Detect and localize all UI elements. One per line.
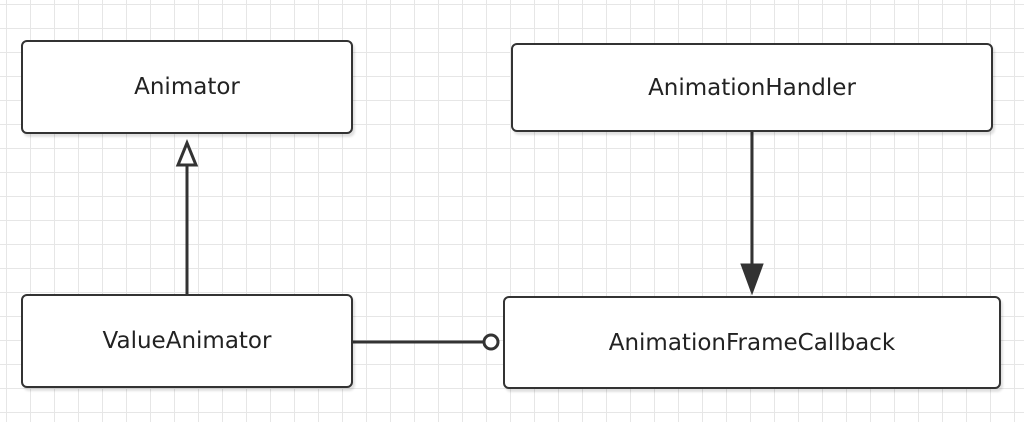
class-label-animation-frame-callback: AnimationFrameCallback <box>608 329 896 356</box>
class-label-animator: Animator <box>134 74 240 100</box>
lollipop-circle <box>482 333 500 351</box>
association-arrowhead <box>740 263 764 296</box>
generalization-arrowhead <box>175 139 199 167</box>
class-label-value-animator: ValueAnimator <box>102 328 272 354</box>
class-box-animation-handler[interactable]: AnimationHandler <box>511 43 993 132</box>
class-box-value-animator[interactable]: ValueAnimator <box>21 294 353 388</box>
class-box-animator[interactable]: Animator <box>21 40 353 134</box>
class-box-animation-frame-callback[interactable]: AnimationFrameCallback <box>503 296 1001 389</box>
class-label-animation-handler: AnimationHandler <box>648 74 856 101</box>
